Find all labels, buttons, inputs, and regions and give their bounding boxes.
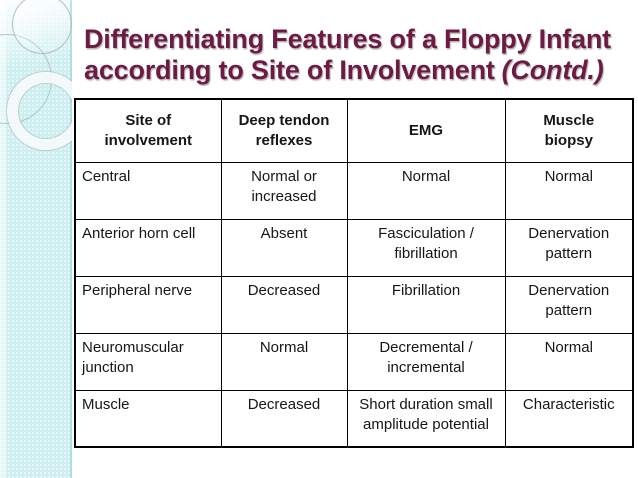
table-row-neuromuscular-junction: Neuromuscular junction Normal Decrementa… [74,332,634,391]
decorative-sidebar [0,0,72,478]
column-header-emg: EMG [346,98,506,163]
cell-emg: Fasciculation / fibrillation [346,218,506,277]
table-row-central: Central Normal or increased Normal Norma… [74,161,634,220]
slide-title: Differentiating Features of a Floppy Inf… [84,24,632,86]
cell-site: Peripheral nerve [74,275,222,334]
cell-emg: Decremental / incremental [346,332,506,391]
slide-title-contd: (Contd.) [501,55,604,85]
cell-reflexes: Decreased [220,275,348,334]
cell-reflexes: Normal or increased [220,161,348,220]
slide-title-line1: Differentiating Features of a Floppy Inf… [84,24,611,54]
cell-reflexes: Normal [220,332,348,391]
cell-reflexes: Decreased [220,389,348,448]
cell-biopsy: Denervation pattern [504,218,634,277]
decorative-ring [7,72,72,150]
header-row: Site of involvement Deep tendon reflexes… [74,98,634,163]
cell-biopsy: Normal [504,161,634,220]
table-row-muscle: Muscle Decreased Short duration small am… [74,389,634,448]
cell-biopsy: Denervation pattern [504,275,634,334]
cell-emg: Fibrillation [346,275,506,334]
cell-site: Neuromuscular junction [74,332,222,391]
table-row-anterior-horn-cell: Anterior horn cell Absent Fasciculation … [74,218,634,277]
column-header-reflexes: Deep tendon reflexes [220,98,348,163]
features-table: Site of involvement Deep tendon reflexes… [74,98,634,448]
cell-site: Anterior horn cell [74,218,222,277]
cell-biopsy: Normal [504,332,634,391]
column-header-biopsy: Muscle biopsy [504,98,634,163]
slide-title-line2: according to Site of Involvement(Contd.) [84,55,604,85]
cell-reflexes: Absent [220,218,348,277]
table-row-peripheral-nerve: Peripheral nerve Decreased Fibrillation … [74,275,634,334]
decorative-glass-circle [12,0,72,54]
cell-site: Central [74,161,222,220]
column-header-site: Site of involvement [74,98,222,163]
cell-site: Muscle [74,389,222,448]
cell-biopsy: Characteristic [504,389,634,448]
cell-emg: Normal [346,161,506,220]
cell-emg: Short duration small amplitude potential [346,389,506,448]
